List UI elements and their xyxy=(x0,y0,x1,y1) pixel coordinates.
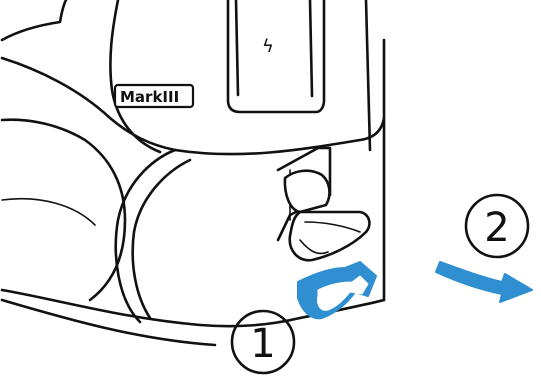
grip-front-corner xyxy=(114,148,177,324)
pull-arrow-shape xyxy=(435,261,533,303)
pull-arrow-icon xyxy=(435,261,533,303)
lever-handle xyxy=(288,210,371,262)
rotate-arrow-icon xyxy=(297,261,377,320)
step-1-label: 1 xyxy=(250,321,275,367)
lever-handle-ridge xyxy=(304,221,361,233)
step-2-circle xyxy=(464,193,530,259)
top-panel-bevel-right xyxy=(308,0,314,98)
top-panel: ϟ xyxy=(226,0,326,114)
grip-base-edge xyxy=(0,288,302,328)
lever-handle-ridge-lower xyxy=(299,239,329,255)
step-2-label: 2 xyxy=(484,205,509,251)
step-2-marker: 2 xyxy=(464,193,530,259)
housing-inner-edge xyxy=(364,0,372,152)
model-badge-text: MarkIII xyxy=(120,88,179,106)
release-lever xyxy=(276,146,371,262)
grip-front-corner-inner xyxy=(131,158,192,320)
top-panel-frame xyxy=(226,0,326,114)
grip-bottom-edge xyxy=(0,298,217,347)
model-badge: MarkIII xyxy=(113,83,195,109)
body-shoulder-line xyxy=(0,56,177,152)
grip-top-edge xyxy=(0,0,68,42)
housing-bottom-edge xyxy=(298,298,386,320)
body-front-contour xyxy=(109,0,162,154)
step-1-marker: 1 xyxy=(230,309,296,375)
camera-body xyxy=(0,0,386,347)
grip-texture-line xyxy=(1,197,96,226)
step-1-circle xyxy=(230,309,296,375)
model-badge-frame xyxy=(113,83,195,109)
lever-knob-top xyxy=(283,169,331,214)
flash-icon: ϟ xyxy=(262,36,274,57)
grip-bulge xyxy=(0,118,127,302)
top-panel-bevel xyxy=(234,0,240,97)
rotate-arrow-highlight xyxy=(317,275,369,311)
lever-recess xyxy=(276,146,332,242)
housing-top-edge xyxy=(173,116,386,156)
